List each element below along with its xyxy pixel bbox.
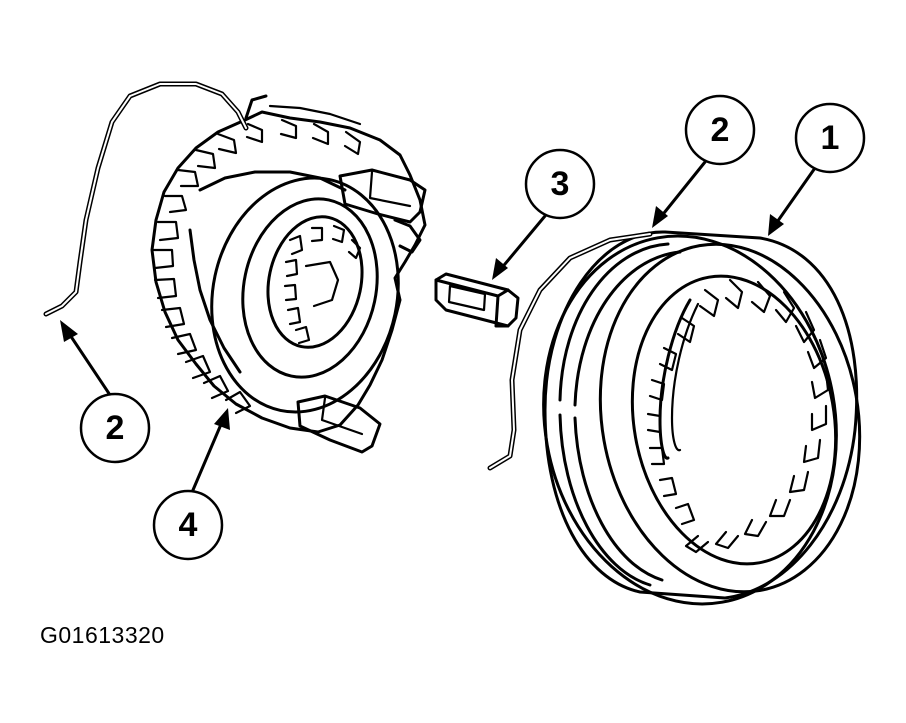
hub-inner-splines xyxy=(283,224,362,345)
figure-id: G01613320 xyxy=(40,622,165,648)
callout-1: 1 xyxy=(794,102,866,174)
hub-teeth xyxy=(152,118,362,415)
callout-2-right: 2 xyxy=(684,94,756,166)
callout-4: 4 xyxy=(152,489,224,561)
sleeve-inner-splines xyxy=(646,278,830,554)
callout-3-label: 3 xyxy=(551,165,570,203)
spring-ring-left xyxy=(43,81,249,317)
callout-2-right-label: 2 xyxy=(711,111,730,149)
callout-leaders xyxy=(60,160,817,492)
synchronizer-sleeve xyxy=(542,230,862,606)
callout-2-left: 2 xyxy=(79,392,151,464)
callout-3: 3 xyxy=(524,148,596,220)
callout-2-left-label: 2 xyxy=(106,409,125,447)
synchronizer-hub xyxy=(150,94,427,454)
callout-4-label: 4 xyxy=(179,506,198,544)
synchronizer-insert-key xyxy=(434,272,520,328)
callout-1-label: 1 xyxy=(821,119,840,157)
spring-ring-right xyxy=(487,231,653,471)
hub-key-slots xyxy=(296,168,427,454)
